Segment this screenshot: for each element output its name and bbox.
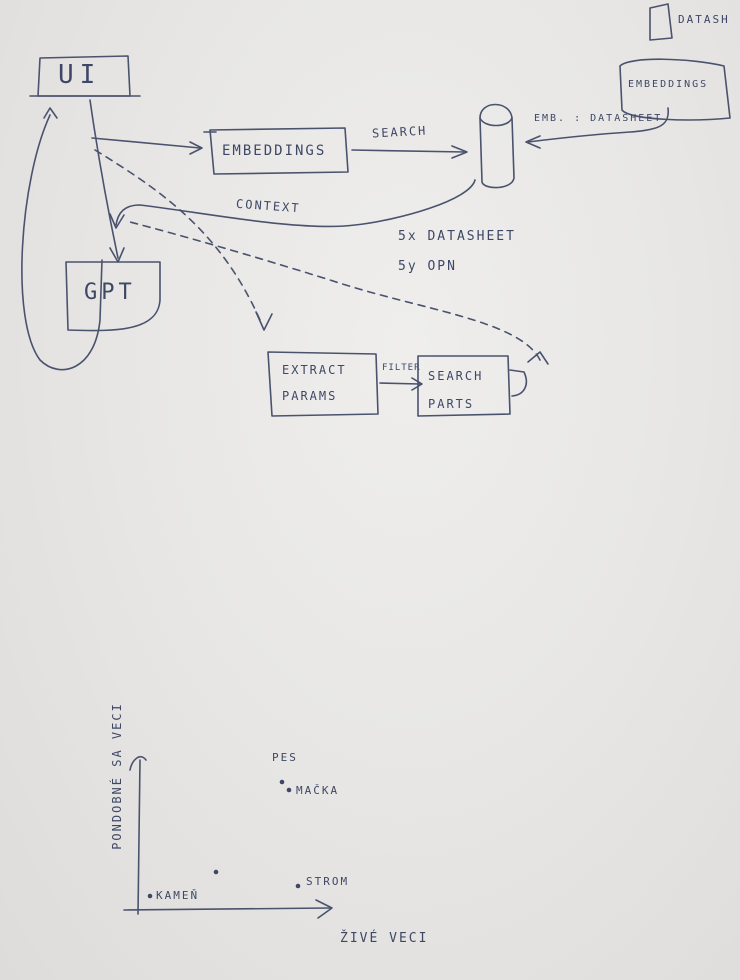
- search-label: SEARCH: [371, 123, 428, 141]
- point-kamen-2: [213, 869, 219, 875]
- gpt-box: [65, 261, 161, 332]
- gpt-loop: [21, 114, 103, 371]
- emb-datasheet-label: EMB. : DATASHEET: [534, 113, 663, 124]
- note-5y: 5y OPN: [398, 259, 457, 274]
- embeddings-box: [209, 127, 349, 175]
- embeddings-label: EMBEDDINGS: [222, 143, 327, 159]
- point-kamen: [147, 893, 153, 899]
- datasheet-doc: [649, 3, 673, 41]
- label-kamen: KAMEŇ: [156, 889, 200, 902]
- extract-params-box: [267, 351, 379, 417]
- embeddings-top-label: EMBEDDINGS: [628, 79, 709, 90]
- label-macka: MAČKA: [296, 784, 340, 797]
- note-5x: 5x DATASHEET: [398, 229, 516, 244]
- y-axis: [137, 759, 141, 915]
- point-macka: [286, 787, 292, 793]
- x-axis: [123, 907, 331, 911]
- point-pes: [279, 779, 285, 785]
- embeddings-top-box: [619, 58, 731, 121]
- label-pes: PES: [272, 751, 298, 764]
- db-cylinder: [479, 103, 515, 189]
- filter-label: FILTER: [382, 363, 421, 373]
- extract-label-1: EXTRACT: [282, 363, 347, 377]
- search-parts-label-2: PARTS: [428, 397, 475, 411]
- y-axis-label: PONDOBNÉ SA VECI: [110, 702, 124, 850]
- x-axis-label: ŽIVÉ VECI: [340, 931, 429, 946]
- search-parts-box: [417, 355, 511, 417]
- extract-label-2: PARAMS: [282, 389, 338, 403]
- ui-label: UI: [58, 60, 102, 90]
- gpt-label: GPT: [84, 280, 136, 305]
- point-strom: [295, 883, 301, 889]
- search-parts-label-1: SEARCH: [428, 369, 484, 383]
- label-strom: STROM: [306, 875, 350, 888]
- datasheet-label: DATASH: [678, 13, 730, 26]
